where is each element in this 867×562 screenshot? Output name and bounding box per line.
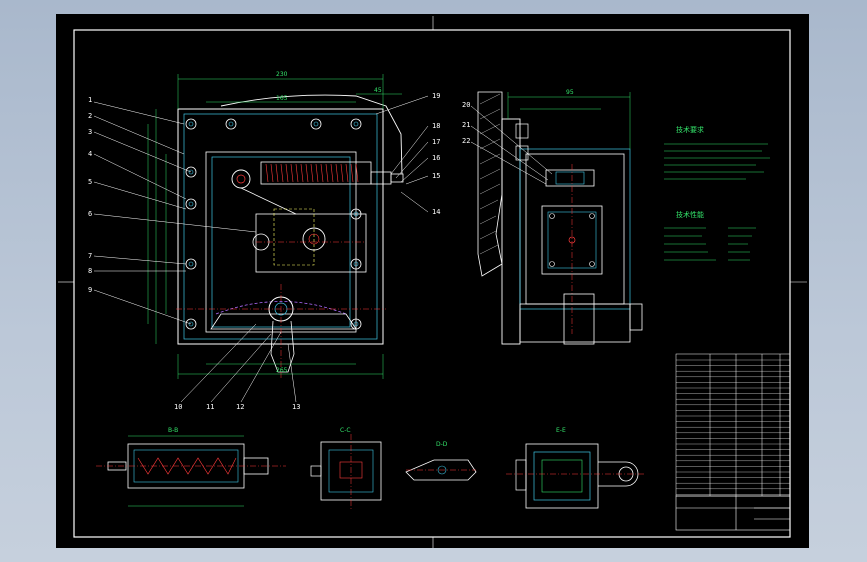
balloon-20: 20: [462, 101, 470, 109]
balloon-7: 7: [88, 252, 92, 260]
balloon-5: 5: [88, 178, 92, 186]
technical-requirements: 技术要求 技术性能: [664, 125, 770, 261]
parts-list: [675, 353, 791, 497]
section-label-b: B-B: [168, 427, 178, 434]
balloon-14: 14: [432, 208, 440, 216]
balloon-13: 13: [292, 403, 300, 411]
dim-bottom-width: 265: [276, 367, 288, 374]
section-view-c: C-C: [310, 427, 382, 509]
drawing-sheet: 230 165 45 265 1: [56, 14, 809, 548]
balloon-9: 9: [88, 286, 92, 294]
drawing-frame: [58, 16, 807, 548]
balloon-16: 16: [432, 154, 440, 162]
section-view-b: B-B: [96, 427, 286, 507]
balloon-6: 6: [88, 210, 92, 218]
main-front-view: 230 165 45 265 1: [88, 71, 440, 411]
dim-right-top: 45: [374, 87, 382, 94]
balloon-17: 17: [432, 138, 440, 146]
section-label-d: D-D: [436, 441, 448, 448]
cad-drawing: 230 165 45 265 1: [58, 16, 807, 548]
balloon-8: 8: [88, 267, 92, 275]
section-label-c: C-C: [340, 427, 351, 434]
left-balloons: 1 2 3 4 5 6 7 8 9: [88, 96, 92, 294]
section-view-e: E-E: [506, 427, 646, 509]
balloon-19: 19: [432, 92, 440, 100]
dim-inner-width: 165: [276, 95, 288, 102]
balloon-22: 22: [462, 137, 470, 145]
parts-list-rows: [676, 359, 790, 495]
right-balloons: 19 18 17 16 15 14: [432, 92, 440, 216]
balloon-1: 1: [88, 96, 92, 104]
balloon-11: 11: [206, 403, 214, 411]
section-view-d: D-D: [405, 441, 477, 481]
dim-top-width: 230: [276, 71, 288, 78]
balloon-4: 4: [88, 150, 92, 158]
balloon-3: 3: [88, 128, 92, 136]
side-view: 95 20 21 22: [462, 89, 643, 345]
title-block: [675, 495, 791, 531]
balloon-10: 10: [174, 403, 182, 411]
balloon-21: 21: [462, 121, 470, 129]
balloon-2: 2: [88, 112, 92, 120]
balloon-12: 12: [236, 403, 244, 411]
tech-perf-title: 技术性能: [676, 210, 704, 219]
balloon-18: 18: [432, 122, 440, 130]
bottom-balloons: 10 11 12 13: [174, 403, 300, 411]
tech-req-title: 技术要求: [676, 125, 704, 134]
dim-side-top: 95: [566, 89, 574, 96]
balloon-15: 15: [432, 172, 440, 180]
section-label-e: E-E: [556, 427, 566, 434]
